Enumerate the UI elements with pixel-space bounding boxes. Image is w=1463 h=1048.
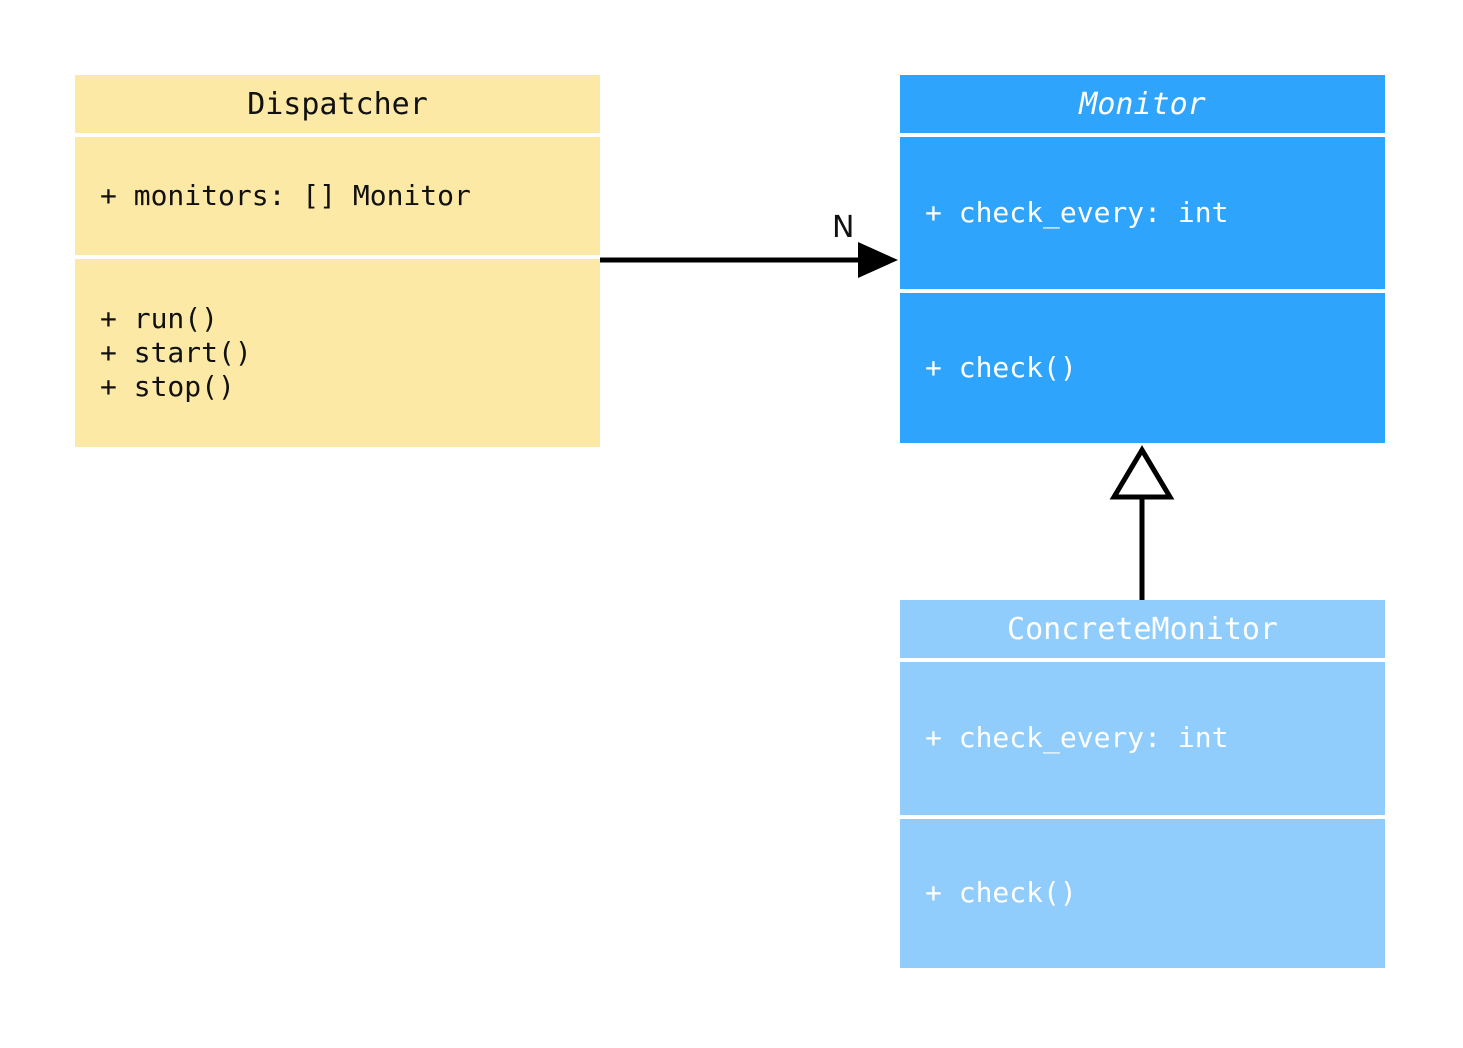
hollow-triangle-arrowhead-icon [1109, 445, 1175, 500]
attribute-item: + check_every: int [925, 195, 1229, 229]
class-box-monitor[interactable]: Monitor + check_every: int + check() [900, 75, 1385, 443]
association-multiplicity-label: N [832, 210, 855, 245]
class-attributes-compartment-dispatcher: + monitors: [] Monitor [75, 137, 600, 255]
solid-triangle-arrowhead-icon [858, 242, 898, 278]
class-title-compartment-concrete-monitor: ConcreteMonitor [900, 600, 1385, 658]
attribute-item: + check_every: int [925, 721, 1229, 755]
method-item: + check() [925, 876, 1077, 910]
class-title-compartment-dispatcher: Dispatcher [75, 75, 600, 133]
method-item: + run() [100, 301, 219, 335]
class-title-compartment-monitor: Monitor [900, 75, 1385, 133]
class-attributes-compartment-concrete-monitor: + check_every: int [900, 662, 1385, 815]
method-item: + start() [100, 335, 252, 369]
method-item: + stop() [100, 370, 235, 404]
class-box-dispatcher[interactable]: Dispatcher + monitors: [] Monitor + run(… [75, 75, 600, 447]
class-methods-compartment-monitor: + check() [900, 293, 1385, 443]
class-attributes-compartment-monitor: + check_every: int [900, 137, 1385, 289]
class-name-monitor: Monitor [1079, 86, 1206, 122]
generalization-concrete-monitor [1109, 445, 1175, 600]
class-name-concrete-monitor: ConcreteMonitor [1007, 611, 1278, 647]
association-dispatcher-monitor [600, 242, 898, 278]
method-item: + check() [925, 350, 1077, 384]
class-name-dispatcher: Dispatcher [247, 86, 428, 122]
class-box-concrete-monitor[interactable]: ConcreteMonitor + check_every: int + che… [900, 600, 1385, 968]
attribute-item: + monitors: [] Monitor [100, 178, 471, 212]
class-methods-compartment-concrete-monitor: + check() [900, 819, 1385, 968]
class-methods-compartment-dispatcher: + run() + start() + stop() [75, 259, 600, 447]
